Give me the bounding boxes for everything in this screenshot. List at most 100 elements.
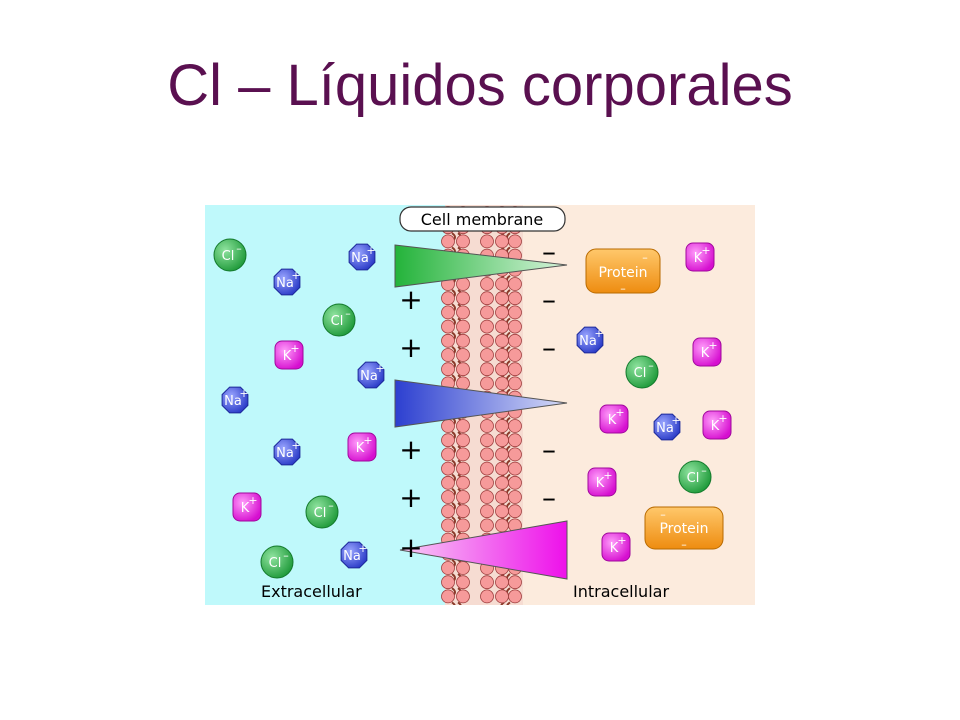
lipid-head (456, 419, 470, 433)
ion-charge: – (236, 242, 242, 255)
na-ion: Na+ (273, 438, 301, 466)
lipid-head (480, 419, 494, 433)
minus-charge-2: – (542, 283, 556, 316)
protein-2: Protein – – (644, 506, 724, 551)
ion-charge: + (708, 339, 717, 352)
lipid-head (480, 362, 494, 377)
lipid-head (441, 333, 455, 348)
lipid-head (508, 504, 522, 519)
ion-symbol: Na (579, 334, 597, 349)
na-ion: Na+ (348, 243, 376, 271)
ion-symbol: K (694, 251, 703, 266)
lipid-head (441, 433, 455, 448)
k-ion: K+ (601, 532, 631, 562)
ion-charge: + (718, 412, 727, 425)
ion-charge: + (603, 469, 612, 482)
lipid-head (456, 461, 470, 476)
cl-ion: Cl– (322, 303, 356, 337)
ion-charge: + (617, 534, 626, 547)
ion-charge: + (375, 362, 384, 375)
protein-1-label: Protein (598, 265, 647, 281)
lipid-head (480, 234, 494, 249)
lipid-head (441, 305, 455, 320)
lipid-head (441, 518, 455, 533)
protein-1-charge-bottom: – (620, 282, 626, 295)
ion-symbol: Na (276, 276, 294, 291)
lipid-head (441, 575, 455, 590)
ion-charge: – (328, 499, 334, 512)
k-ion: K+ (692, 337, 722, 367)
k-ion: K+ (347, 432, 377, 462)
extracellular-label: Extracellular (261, 582, 362, 601)
lipid-head (456, 518, 470, 533)
ion-symbol: K (610, 541, 619, 556)
ion-symbol: Na (343, 549, 361, 564)
lipid-head (441, 490, 455, 504)
ion-charge: + (594, 327, 603, 340)
protein-2-charge-bottom: – (681, 538, 687, 551)
lipid-head (508, 333, 522, 348)
intracellular-label: Intracellular (573, 582, 669, 601)
ion-charge: + (671, 414, 680, 427)
lipid-head (480, 376, 494, 391)
ion-symbol: K (241, 501, 250, 516)
cl-ion: Cl– (625, 355, 659, 389)
ion-symbol: K (356, 441, 365, 456)
channel-protein-blue (394, 379, 568, 428)
ion-symbol: Cl (269, 556, 282, 571)
lipid-head (456, 490, 470, 504)
protein-1-charge-top: – (642, 251, 648, 264)
lipid-head (495, 461, 509, 476)
lipid-head (480, 504, 494, 519)
lipid-head (508, 376, 522, 391)
lipid-head (495, 504, 509, 519)
lipid-head (456, 376, 470, 391)
plus-charge-5: + (399, 531, 422, 564)
ion-symbol: Cl (222, 249, 235, 264)
lipid-head (480, 461, 494, 476)
ion-charge: + (239, 387, 248, 400)
lipid-head (508, 419, 522, 433)
ion-symbol: Na (656, 421, 674, 436)
na-ion: Na+ (340, 541, 368, 569)
cl-ion: Cl– (260, 545, 294, 579)
lipid-head (495, 475, 509, 490)
lipid-head (495, 376, 509, 391)
protein-2-label: Protein (659, 521, 708, 537)
lipid-head (495, 319, 509, 334)
ion-symbol: K (596, 476, 605, 491)
membrane-charges: +++++––––– (399, 235, 556, 564)
membrane-label: Cell membrane (399, 206, 566, 232)
lipid-head (480, 305, 494, 320)
lipid-head (495, 305, 509, 320)
lipid-head (480, 348, 494, 362)
lipid-head (508, 447, 522, 462)
ion-charge: – (701, 464, 707, 477)
lipid-head (441, 447, 455, 462)
lipid-head (508, 575, 522, 590)
lipid-head (508, 461, 522, 476)
ion-charge: + (358, 542, 367, 555)
lipid-head (480, 433, 494, 448)
cl-ion: Cl– (678, 460, 712, 494)
lipid-head (508, 319, 522, 334)
lipid-head (508, 234, 522, 249)
lipid-head (480, 319, 494, 334)
lipid-head (480, 589, 494, 604)
lipid-head (495, 447, 509, 462)
lipid-head (441, 291, 455, 306)
lipid-head (456, 589, 470, 604)
slide-title: Cl – Líquidos corporales (167, 53, 793, 118)
lipid-head (441, 504, 455, 519)
lipid-head (508, 291, 522, 306)
lipid-head (508, 433, 522, 448)
lipid-head (456, 277, 470, 291)
ion-symbol: Na (360, 369, 378, 384)
ion-charge: + (291, 439, 300, 452)
plus-charge-4: + (399, 481, 422, 514)
ion-charge: + (366, 244, 375, 257)
cl-ion: Cl– (305, 495, 339, 529)
lipid-head (456, 362, 470, 377)
lipid-head (495, 419, 509, 433)
lipid-head (495, 490, 509, 504)
